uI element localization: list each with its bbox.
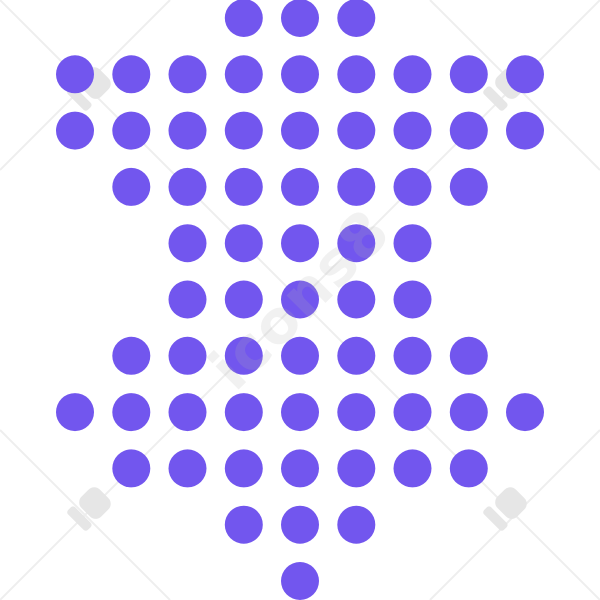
dot <box>168 336 207 375</box>
dot <box>224 505 263 544</box>
dot <box>337 111 376 150</box>
dot <box>224 449 263 488</box>
dot <box>224 393 263 432</box>
dot <box>168 167 207 206</box>
dot <box>281 0 319 37</box>
dot <box>112 55 151 94</box>
dot <box>449 167 488 206</box>
dot <box>393 449 432 488</box>
dot <box>168 224 207 263</box>
dot <box>337 449 376 488</box>
dot <box>449 449 488 488</box>
dot <box>224 280 263 319</box>
dot <box>224 167 263 206</box>
dot <box>449 336 488 375</box>
dot <box>393 224 432 263</box>
dot <box>112 449 151 488</box>
dot <box>56 111 94 150</box>
dot <box>56 393 94 432</box>
dot <box>281 167 319 206</box>
dot <box>337 0 376 37</box>
dot <box>281 224 319 263</box>
dot <box>112 393 151 432</box>
dot <box>168 449 207 488</box>
dot <box>449 393 488 432</box>
dot <box>224 0 263 37</box>
dot <box>168 111 207 150</box>
dot <box>337 336 376 375</box>
dot <box>281 111 319 150</box>
dot <box>224 55 263 94</box>
dot <box>393 280 432 319</box>
dot <box>337 393 376 432</box>
dot <box>224 224 263 263</box>
dot <box>281 393 319 432</box>
dot <box>337 55 376 94</box>
dot <box>393 393 432 432</box>
dot <box>506 111 544 150</box>
dot <box>56 55 94 94</box>
dot <box>337 224 376 263</box>
dot <box>393 55 432 94</box>
dot <box>393 167 432 206</box>
dot <box>281 449 319 488</box>
dot <box>224 111 263 150</box>
dot <box>281 505 319 544</box>
dot <box>281 336 319 375</box>
dot <box>112 336 151 375</box>
dot <box>112 111 151 150</box>
dot <box>168 280 207 319</box>
dot <box>281 55 319 94</box>
dot <box>337 505 376 544</box>
dot <box>393 111 432 150</box>
dot <box>224 336 263 375</box>
dot <box>449 111 488 150</box>
dot <box>168 55 207 94</box>
dot <box>112 167 151 206</box>
dot <box>168 393 207 432</box>
dot <box>506 393 544 432</box>
dot <box>506 55 544 94</box>
dot <box>393 336 432 375</box>
dot <box>281 562 319 600</box>
dot <box>337 167 376 206</box>
dot <box>449 55 488 94</box>
dot <box>281 280 319 319</box>
dot <box>337 280 376 319</box>
